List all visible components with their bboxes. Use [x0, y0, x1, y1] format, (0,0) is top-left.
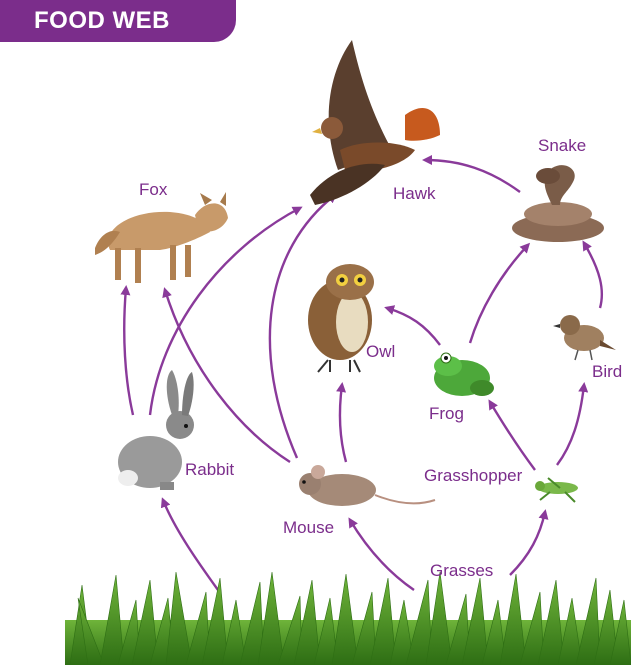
arrow-mouse-fox: [162, 287, 291, 464]
hawk-label: Hawk: [393, 184, 436, 203]
arrow-frog-owl: [384, 305, 441, 346]
grasshopper-image: [535, 477, 578, 503]
rabbit-image: [118, 370, 194, 490]
arrow-rabbit-hawk: [148, 206, 303, 416]
rabbit-label: Rabbit: [185, 460, 235, 479]
arrow-mouse-hawk: [268, 193, 338, 459]
page-title: FOOD WEB: [34, 7, 170, 34]
hawk-image: [310, 40, 440, 205]
arrow-grasshopper-bird: [556, 382, 589, 466]
arrow-grasses-rabbit: [160, 497, 219, 591]
arrow-grasses-mouse: [348, 517, 415, 591]
frog-label: Frog: [429, 404, 464, 423]
grasses-label: Grasses: [430, 561, 494, 580]
grasshopper-label: Grasshopper: [424, 466, 523, 485]
owl-label: Owl: [366, 342, 396, 361]
arrow-rabbit-fox: [120, 285, 135, 416]
fox-label: Fox: [139, 180, 168, 199]
bird-image: [553, 315, 616, 361]
title-banner: FOOD WEB: [0, 0, 236, 42]
grass-image: [65, 571, 631, 665]
arrow-grasshopper-frog: [488, 399, 536, 471]
arrow-frog-snake: [468, 242, 531, 344]
snake-label: Snake: [538, 136, 587, 155]
mouse-label: Mouse: [283, 518, 335, 537]
frog-image: [434, 352, 494, 396]
arrow-snake-hawk: [422, 155, 521, 193]
owl-image: [308, 264, 374, 373]
arrow-bird-snake: [582, 240, 604, 309]
mouse-image: [299, 465, 436, 506]
snake-image: [512, 165, 604, 242]
bird-label: Bird: [592, 362, 623, 381]
arrow-grasses-grasshopper: [509, 509, 549, 576]
arrow-mouse-owl: [336, 382, 348, 463]
fox-image: [95, 192, 228, 283]
